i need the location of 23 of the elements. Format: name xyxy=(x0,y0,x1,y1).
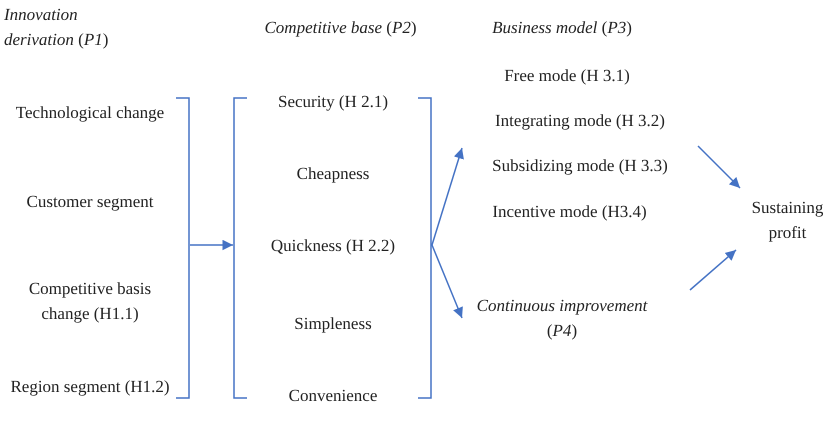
node-label: Cheapness xyxy=(296,162,370,185)
node-label: Convenience xyxy=(288,384,378,406)
node-label: Customer segment xyxy=(25,190,154,213)
arrow xyxy=(431,148,464,246)
column-heading: Business model (P3) xyxy=(491,17,633,39)
arrow xyxy=(190,240,233,250)
node-label: Incentive mode (H3.4) xyxy=(491,200,648,222)
node-label: Continuous improvement (P4) xyxy=(476,295,649,342)
arrow xyxy=(697,145,741,189)
arrow xyxy=(690,249,736,291)
node-label: Simpleness xyxy=(293,312,373,335)
node-label: Quickness (H 2.2) xyxy=(270,234,396,256)
node-label: Integrating mode (H 3.2) xyxy=(494,110,666,132)
node-label: Sustaining profit xyxy=(750,197,824,244)
arrow xyxy=(431,244,463,318)
node-label: Security (H 2.1) xyxy=(276,90,389,113)
node-label: Region segment (H1.2) xyxy=(9,376,171,398)
node-label: Free mode (H 3.1) xyxy=(503,64,631,86)
column-heading: Innovation derivation (P1) xyxy=(4,4,110,51)
node-label: Subsidizing mode (H 3.3) xyxy=(491,154,669,177)
column-heading: Competitive base (P2) xyxy=(263,17,418,39)
node-label: Technological change xyxy=(14,102,166,124)
node-label: Competitive basis change (H1.1) xyxy=(28,278,152,325)
